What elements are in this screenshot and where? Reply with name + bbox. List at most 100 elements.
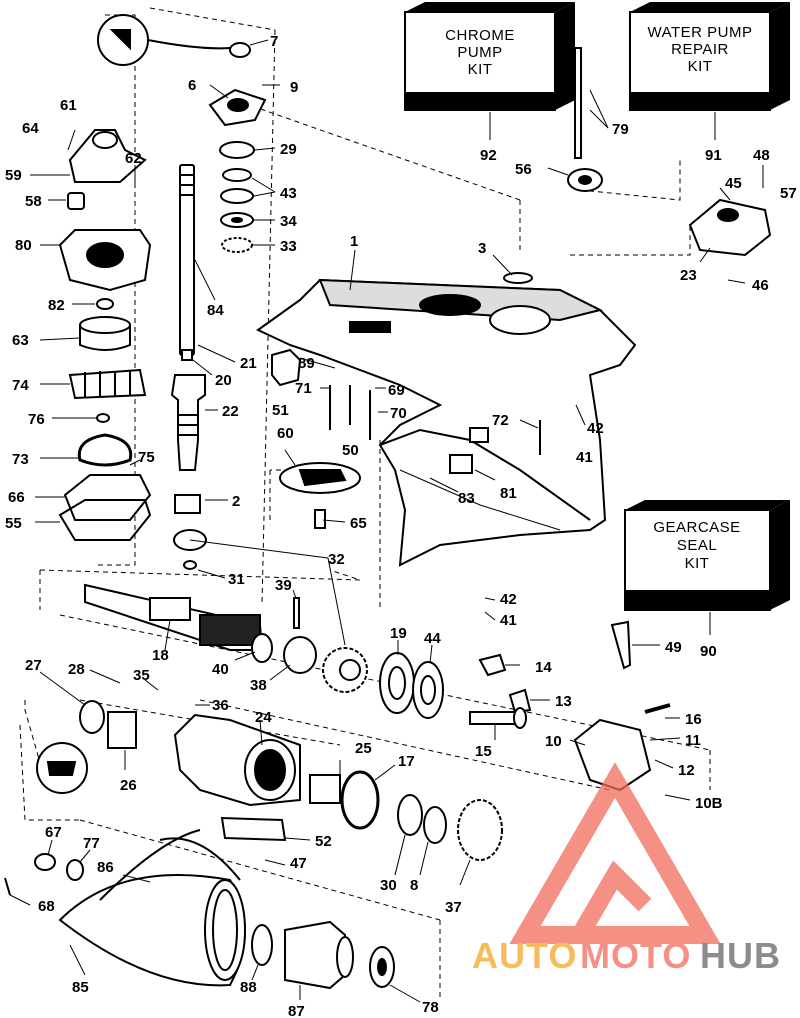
callout-37: 37 <box>445 899 462 916</box>
callout-40: 40 <box>212 661 229 678</box>
callout-57: 57 <box>780 185 797 202</box>
callout-43: 43 <box>280 185 297 202</box>
callout-68: 68 <box>38 898 55 915</box>
callout-9: 9 <box>290 79 298 96</box>
callout-83: 83 <box>458 490 475 507</box>
misc-small-parts <box>271 47 772 529</box>
callout-30: 30 <box>380 877 397 894</box>
tool-icon-bottom <box>36 742 88 794</box>
kit-gearcase-line2: SEAL <box>677 537 717 554</box>
water-pump-parts <box>58 129 152 541</box>
callout-44: 44 <box>424 630 441 647</box>
callout-46: 46 <box>752 277 769 294</box>
callout-87: 87 <box>288 1003 305 1018</box>
callout-66: 66 <box>8 489 25 506</box>
callout-labels: 7 6 9 29 43 34 33 61 64 62 59 58 80 82 6… <box>5 33 797 1018</box>
callout-38: 38 <box>250 677 267 694</box>
callout-80: 80 <box>15 237 32 254</box>
callout-45: 45 <box>725 175 742 192</box>
watermark-part2: MOTO <box>580 935 691 976</box>
shift-rod-49 <box>610 620 632 670</box>
callout-41-lower: 41 <box>500 612 517 629</box>
callout-78: 78 <box>422 999 439 1016</box>
callout-51: 51 <box>272 402 289 419</box>
callout-73: 73 <box>12 451 29 468</box>
callout-14: 14 <box>535 659 552 676</box>
watermark-logo: AUTO MOTO HUB <box>472 762 781 976</box>
callout-64: 64 <box>22 120 39 137</box>
callout-71: 71 <box>295 380 312 397</box>
callout-72: 72 <box>492 412 509 429</box>
kit-chrome-line3: KIT <box>468 61 493 78</box>
callout-50: 50 <box>342 442 359 459</box>
callout-15: 15 <box>475 743 492 760</box>
callout-16: 16 <box>685 711 702 728</box>
tool-icon-top <box>97 14 231 66</box>
callout-13: 13 <box>555 693 572 710</box>
watermark-triangle-icon <box>509 762 721 944</box>
callout-19: 19 <box>390 625 407 642</box>
callout-79: 79 <box>612 121 629 138</box>
callout-10b: 10B <box>695 795 723 812</box>
callout-18: 18 <box>152 647 169 664</box>
callout-7: 7 <box>270 33 278 50</box>
kit-gearcase-line3: KIT <box>685 555 710 572</box>
callout-91: 91 <box>705 147 722 164</box>
callout-3: 3 <box>478 240 486 257</box>
driveshaft-stack <box>170 42 267 570</box>
callout-10: 10 <box>545 733 562 750</box>
callout-63: 63 <box>12 332 29 349</box>
watermark-part3: HUB <box>700 935 781 976</box>
kit-box-chrome-pump: CHROME PUMP KIT <box>404 2 575 111</box>
callout-61: 61 <box>60 97 77 114</box>
callout-77: 77 <box>83 835 100 852</box>
callout-88: 88 <box>240 979 257 996</box>
callout-47: 47 <box>290 855 307 872</box>
kit-box-gearcase-seal: GEARCASE SEAL KIT <box>624 500 790 611</box>
kit-leader-lines <box>489 112 716 635</box>
gearcase-housing <box>256 278 637 567</box>
callout-2: 2 <box>232 493 240 510</box>
callout-69: 69 <box>388 382 405 399</box>
callout-90: 90 <box>700 643 717 660</box>
callout-92: 92 <box>480 147 497 164</box>
callout-24: 24 <box>255 709 272 726</box>
kit-waterpump-line1: WATER PUMP <box>648 24 753 41</box>
callout-32: 32 <box>328 551 345 568</box>
callout-81: 81 <box>500 485 517 502</box>
callout-33: 33 <box>280 238 297 255</box>
callout-21: 21 <box>240 355 257 372</box>
kit-box-water-pump-repair: WATER PUMP REPAIR KIT <box>629 2 790 111</box>
callout-6: 6 <box>188 77 196 94</box>
callout-86: 86 <box>97 859 114 876</box>
propeller <box>4 829 395 990</box>
callout-8: 8 <box>410 877 418 894</box>
callout-11: 11 <box>685 732 701 749</box>
callout-20: 20 <box>215 372 232 389</box>
callout-39: 39 <box>275 577 292 594</box>
callout-59: 59 <box>5 167 22 184</box>
callout-23: 23 <box>680 267 697 284</box>
callout-75: 75 <box>138 449 155 466</box>
callout-70: 70 <box>390 405 407 422</box>
callout-28: 28 <box>68 661 85 678</box>
callout-34: 34 <box>280 213 297 230</box>
callout-25: 25 <box>355 740 372 757</box>
callout-76: 76 <box>28 411 45 428</box>
callout-36: 36 <box>212 697 229 714</box>
callout-58: 58 <box>25 193 42 210</box>
callout-52: 52 <box>315 833 332 850</box>
callout-26: 26 <box>120 777 137 794</box>
kit-chrome-line1: CHROME <box>445 27 515 44</box>
callout-17: 17 <box>398 753 415 770</box>
kit-waterpump-line2: REPAIR <box>671 41 729 58</box>
kit-gearcase-line1: GEARCASE <box>653 519 740 536</box>
callout-62: 62 <box>125 150 142 167</box>
callout-65: 65 <box>350 515 367 532</box>
callout-48: 48 <box>753 147 770 164</box>
callout-56: 56 <box>515 161 532 178</box>
callout-31: 31 <box>228 571 245 588</box>
callout-85: 85 <box>72 979 89 996</box>
callout-82: 82 <box>48 297 65 314</box>
